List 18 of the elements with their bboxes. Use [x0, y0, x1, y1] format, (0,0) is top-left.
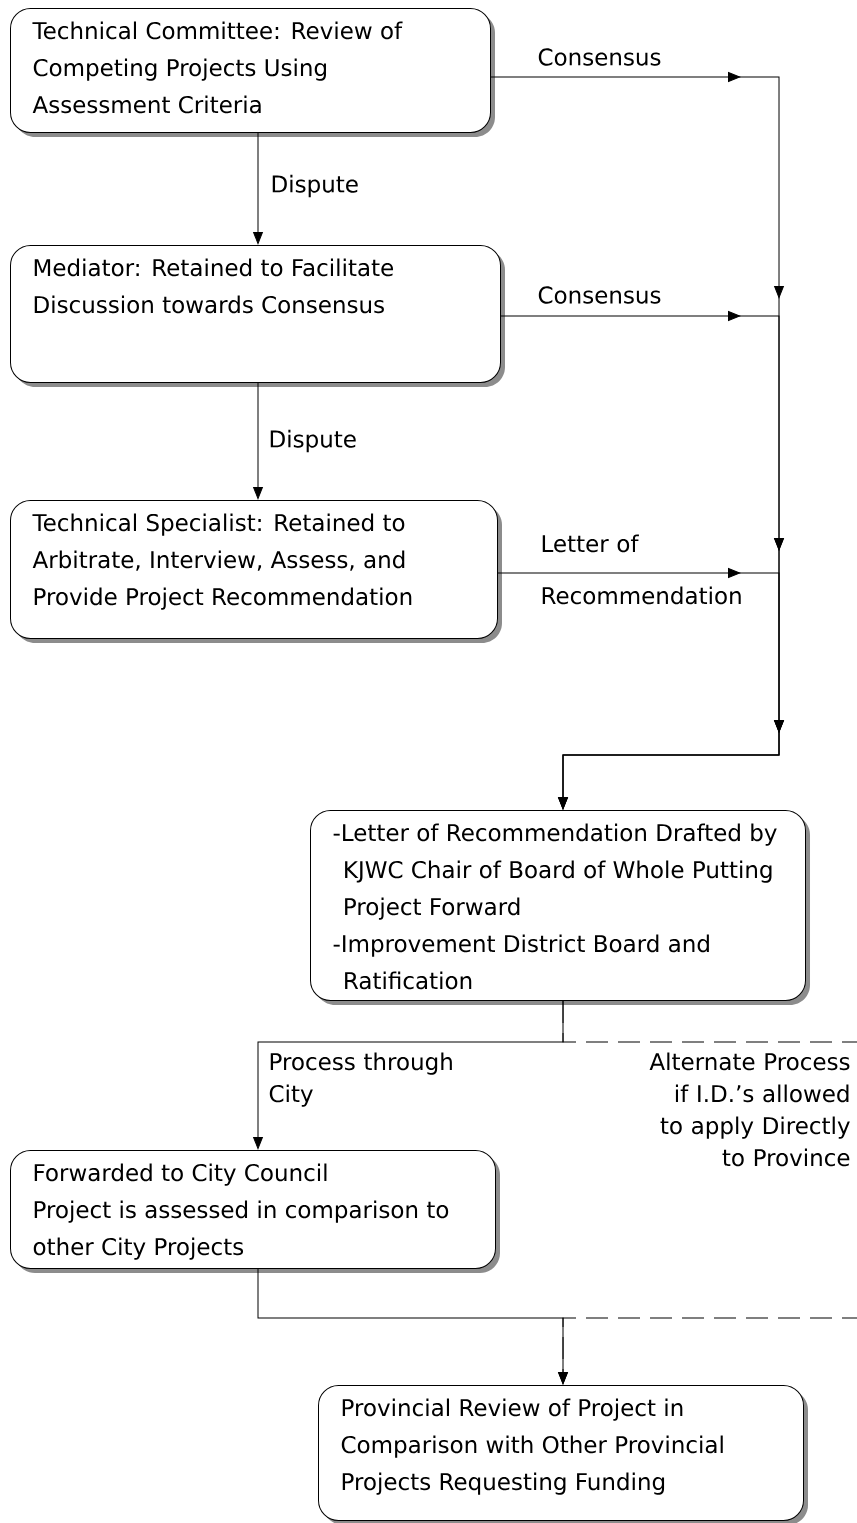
process-box: Provincial Review of Project in Comparison with Other Provincial Projects Requesting Funding: [318, 1385, 808, 1523]
arrow: [253, 382, 263, 500]
edge-label: Consensus: [538, 286, 661, 304]
edge-label: Dispute: [272, 174, 358, 198]
edge-label: Alternate Process if I.D.’s allowed to apply Directly to Province: [649, 1052, 850, 1167]
process-box: Forwarded to City Council Project is assessed in comparison to other City Projects: [10, 1150, 500, 1273]
edge-label: Dispute: [270, 429, 356, 453]
arrow: [497, 568, 784, 810]
arrow: [257, 1268, 568, 1385]
arrow: [253, 132, 263, 245]
process-box: -Letter of Recommendation Drafted by KJWC Chair of Board of Whole Putting Project Forward -Improvement District Board and Ratification: [310, 810, 810, 1005]
process-box: Mediator: Retained to Facilitate Discussion towards Consensus: [10, 245, 505, 387]
edge-label: Process through City: [269, 1052, 452, 1107]
node-label: Provincial Review of Project in Comparison with Other Provincial Projects Requesting Funding: [341, 1398, 723, 1495]
process-box: Technical Specialist: Retained to Arbitrate, Interview, Assess, and Provide Project Recommendation: [10, 500, 502, 643]
edge-label: Letter of Recommendation: [542, 534, 741, 605]
edge-label: Consensus: [538, 48, 661, 66]
process-box: Technical Committee: Review of Competing Projects Using Assessment Criteria: [10, 8, 495, 137]
